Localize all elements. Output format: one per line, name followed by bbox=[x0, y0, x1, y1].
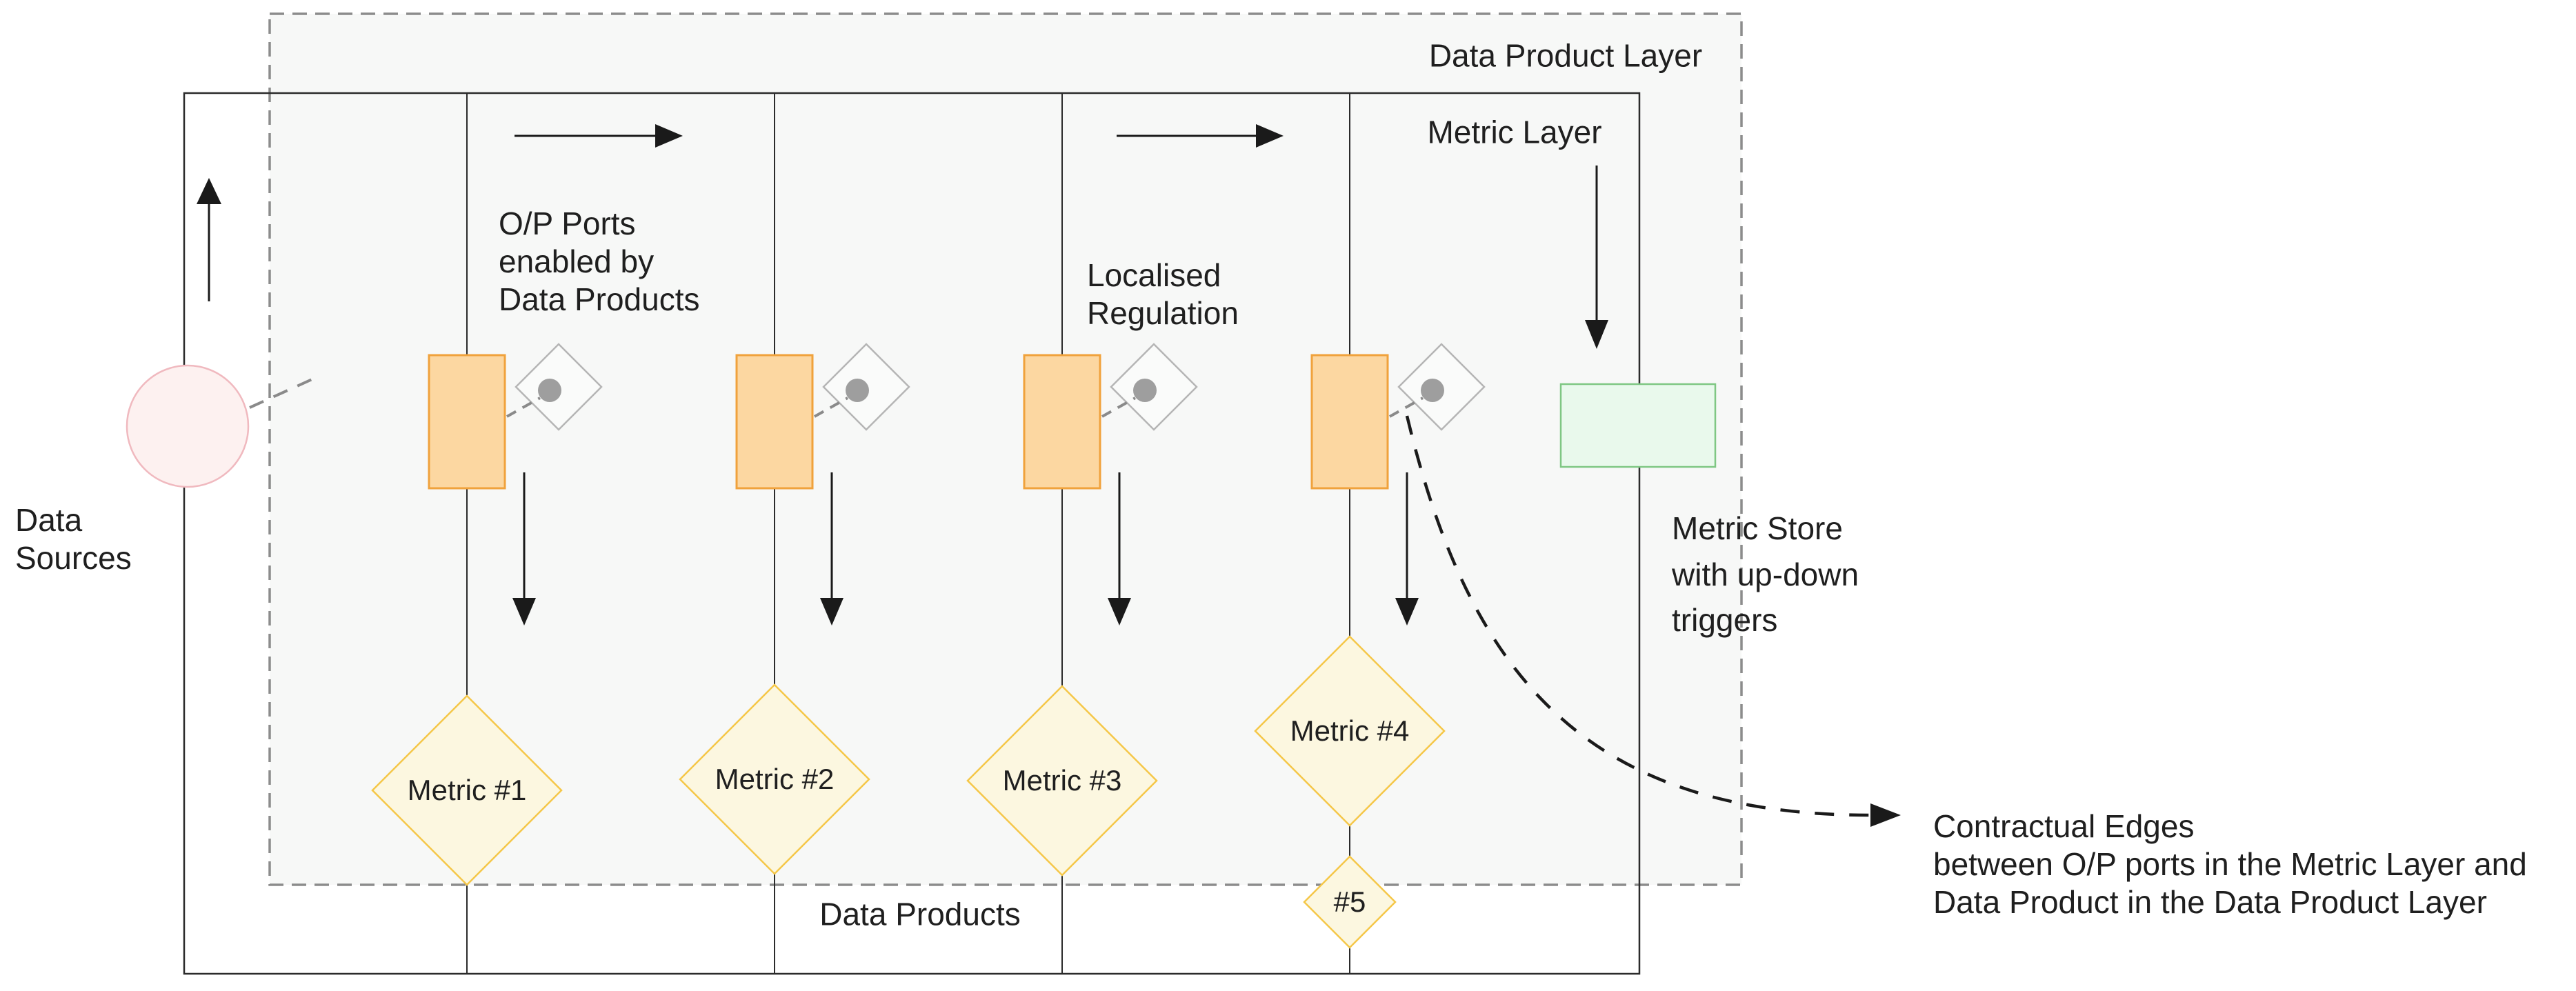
localised-regulation-note: Localised Regulation bbox=[1087, 257, 1239, 332]
flow-arrow-2-head-icon bbox=[1256, 124, 1284, 148]
data-sources-contract-edge bbox=[249, 377, 316, 409]
up-arrow-head-icon bbox=[197, 178, 221, 204]
contractual-edge-curve bbox=[1405, 415, 1871, 817]
data-product-layer-box bbox=[268, 12, 1743, 886]
metric-3-label: Metric #3 bbox=[1002, 764, 1122, 797]
metric-2-diamond bbox=[679, 683, 870, 875]
data-products-label: Data Products bbox=[819, 896, 1021, 932]
data-product-layer-title: Data Product Layer bbox=[1428, 37, 1703, 74]
op-port-4 bbox=[1310, 354, 1389, 490]
contract-tick-4 bbox=[1389, 397, 1424, 418]
down-arrow-2-head-icon bbox=[820, 598, 843, 625]
contract-tick-2 bbox=[814, 397, 848, 418]
down-arrow-1-head-icon bbox=[512, 598, 536, 625]
metric-layer-box bbox=[183, 92, 1641, 975]
metric-store-node bbox=[1559, 383, 1717, 468]
contract-port-dot-4 bbox=[1421, 379, 1444, 402]
metric-1-label: Metric #1 bbox=[407, 774, 527, 806]
store-down-arrow-head-icon bbox=[1585, 320, 1608, 349]
op-port-3 bbox=[1023, 354, 1101, 490]
metric-3-diamond bbox=[966, 685, 1158, 877]
contract-tick-3 bbox=[1101, 397, 1136, 418]
metric-1-diamond bbox=[371, 694, 563, 886]
op-port-1 bbox=[428, 354, 506, 490]
flow-arrow-1-head-icon bbox=[655, 124, 683, 148]
op-ports-note: O/P Ports enabled by Data Products bbox=[499, 206, 700, 318]
metric-5-diamond bbox=[1303, 855, 1397, 949]
metric-2-label: Metric #2 bbox=[715, 763, 835, 795]
data-sources-label: Data Sources bbox=[15, 502, 132, 577]
data-sources-node bbox=[126, 364, 250, 488]
metric-5-label: #5 bbox=[1333, 885, 1366, 918]
contract-port-dot-1 bbox=[538, 379, 561, 402]
metric-layer-title: Metric Layer bbox=[1427, 114, 1602, 150]
metric-store-note: Metric Store with up-down triggers bbox=[1672, 510, 1859, 639]
down-arrow-3-head-icon bbox=[1108, 598, 1131, 625]
down-arrow-4-head-icon bbox=[1395, 598, 1419, 625]
metric-4-diamond bbox=[1254, 635, 1446, 827]
contractual-edges-note: Contractual Edges between O/P ports in t… bbox=[1933, 808, 2527, 921]
contract-port-dot-2 bbox=[846, 379, 869, 402]
contract-port-dot-3 bbox=[1133, 379, 1157, 402]
contractual-edge-head-icon bbox=[1870, 803, 1901, 827]
metric-4-label: Metric #4 bbox=[1290, 714, 1410, 747]
op-port-2 bbox=[735, 354, 814, 490]
contract-tick-1 bbox=[506, 397, 541, 418]
